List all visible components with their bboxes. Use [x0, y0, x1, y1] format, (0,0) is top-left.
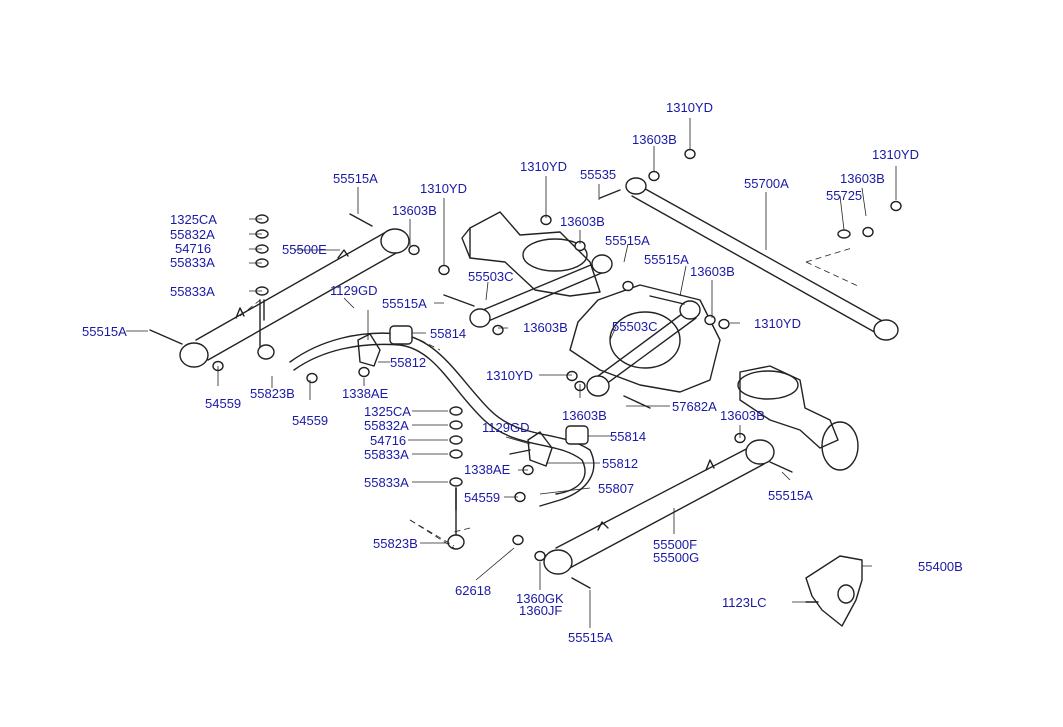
callout-13603B: 13603B	[560, 214, 605, 229]
nut-icon	[512, 534, 524, 546]
bolt-icon	[649, 295, 685, 305]
washer-icon	[449, 477, 463, 487]
bolt-icon	[769, 461, 793, 473]
nut-icon	[862, 226, 874, 238]
callout-55814: 55814	[610, 429, 646, 444]
bolt-icon	[509, 449, 531, 455]
washer-icon	[837, 229, 851, 239]
callout-1325CA: 1325CA	[170, 212, 217, 227]
callout-55823B: 55823B	[250, 386, 295, 401]
callout-1360JF: 1360JF	[519, 603, 562, 618]
washer-icon	[449, 435, 463, 445]
callout-13603B: 13603B	[840, 171, 885, 186]
callout-55535: 55535	[580, 167, 616, 182]
nut-icon	[566, 370, 578, 382]
callout-13603B: 13603B	[392, 203, 437, 218]
washer-icon	[449, 420, 463, 430]
callout-55812: 55812	[602, 456, 638, 471]
bolt-icon	[599, 189, 621, 199]
callout-55500G: 55500G	[653, 550, 699, 565]
nut-icon	[622, 280, 634, 292]
nut-icon	[408, 244, 420, 256]
bolt-icon	[571, 577, 591, 589]
nut-icon	[890, 200, 902, 212]
callout-13603B: 13603B	[690, 264, 735, 279]
callout-54716: 54716	[370, 433, 406, 448]
callout-1310YD: 1310YD	[754, 316, 801, 331]
callout-55833A: 55833A	[170, 284, 215, 299]
callout-57682A: 57682A	[672, 399, 717, 414]
bolt-icon	[349, 213, 373, 227]
callout-1310YD: 1310YD	[520, 159, 567, 174]
nut-icon	[718, 318, 730, 330]
nut-icon	[358, 366, 370, 378]
callout-55515A: 55515A	[605, 233, 650, 248]
callout-1310YD: 1310YD	[872, 147, 919, 162]
callout-13603B: 13603B	[720, 408, 765, 423]
nut-icon	[704, 314, 716, 326]
callout-54559: 54559	[292, 413, 328, 428]
callout-55503C: 55503C	[468, 269, 514, 284]
callout-1310YD: 1310YD	[666, 100, 713, 115]
guide-lines	[409, 247, 859, 547]
callout-1325CA: 1325CA	[364, 404, 411, 419]
callout-55812: 55812	[390, 355, 426, 370]
callout-55832A: 55832A	[364, 418, 409, 433]
callout-55833A: 55833A	[364, 447, 409, 462]
callout-13603B: 13603B	[562, 408, 607, 423]
callout-13603B: 13603B	[632, 132, 677, 147]
callout-55725: 55725	[826, 188, 862, 203]
callout-1129GD: 1129GD	[482, 420, 529, 435]
callout-55515A: 55515A	[82, 324, 127, 339]
callout-1310YD: 1310YD	[486, 368, 533, 383]
callout-55823B: 55823B	[373, 536, 418, 551]
callout-55515A: 55515A	[768, 488, 813, 503]
callout-13603B: 13603B	[523, 320, 568, 335]
upper-links-55503C	[469, 254, 701, 397]
callout-54559: 54559	[464, 490, 500, 505]
callout-55833A: 55833A	[170, 255, 215, 270]
callout-55503C: 55503C	[612, 319, 658, 334]
callout-54559: 54559	[205, 396, 241, 411]
callout-55400B: 55400B	[918, 559, 963, 574]
upper-left-lower-arm-55500E	[179, 228, 410, 368]
lower-right-arm-55500F	[543, 439, 775, 575]
bolt-icon	[443, 294, 475, 307]
callout-55500E: 55500E	[282, 242, 327, 257]
washer-icon	[449, 449, 463, 459]
callout-55515A: 55515A	[333, 171, 378, 186]
nut-icon	[306, 372, 318, 384]
callout-55515A: 55515A	[568, 630, 613, 645]
bracket-55400B	[805, 555, 863, 627]
lateral-rod-55700A	[625, 177, 899, 341]
callout-55833A: 55833A	[364, 475, 409, 490]
bolt-icon	[149, 329, 183, 345]
callout-1338AE: 1338AE	[342, 386, 389, 401]
nut-icon	[648, 170, 660, 182]
callout-labels: 1310YD 13603B 1310YD 55535 55700A 13603B…	[82, 100, 963, 645]
callout-54716: 54716	[175, 241, 211, 256]
callout-55500F: 55500F	[653, 537, 697, 552]
nut-icon	[438, 264, 450, 276]
stabilizer-bar	[289, 325, 595, 507]
callout-55814: 55814	[430, 326, 466, 341]
nut-icon	[492, 324, 504, 336]
callout-1310YD: 1310YD	[420, 181, 467, 196]
washer-icon	[449, 406, 463, 416]
callout-55515A: 55515A	[382, 296, 427, 311]
callout-1360GK: 1360GK	[516, 591, 564, 606]
callout-1338AE: 1338AE	[464, 462, 511, 477]
callout-55832A: 55832A	[170, 227, 215, 242]
nut-icon	[534, 550, 546, 562]
leader-lines	[126, 118, 897, 628]
callout-55700A: 55700A	[744, 176, 789, 191]
callout-62618: 62618	[455, 583, 491, 598]
callout-1129GD: 1129GD	[330, 283, 377, 298]
nut-icon	[684, 148, 696, 160]
callout-55515A: 55515A	[644, 252, 689, 267]
callout-55807: 55807	[598, 481, 634, 496]
callout-1123LC: 1123LC	[722, 595, 767, 610]
